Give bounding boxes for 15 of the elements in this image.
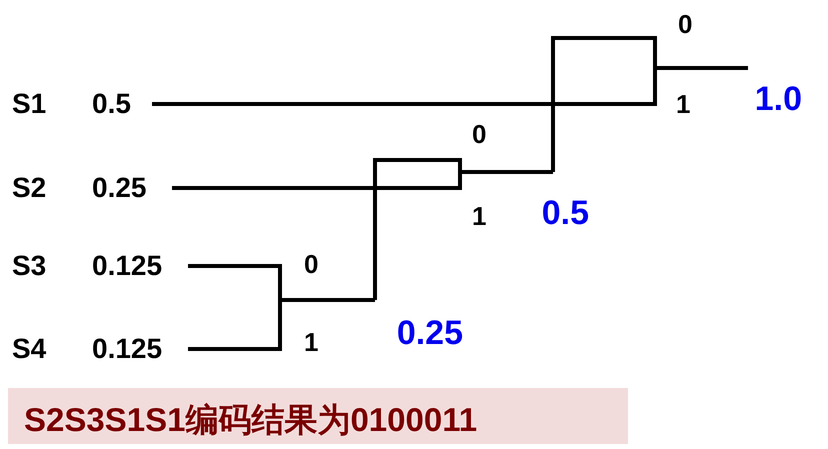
tree-branch: [188, 298, 375, 351]
symbol-name: S3: [12, 252, 46, 280]
tree-branch: [172, 170, 553, 190]
merged-probability: 0.25: [396, 316, 463, 350]
tree-branch: [152, 66, 748, 106]
symbol-name: S2: [12, 174, 46, 202]
symbol-name: S4: [12, 335, 46, 363]
result-banner: S2S3S1S1编码结果为0100011: [8, 388, 628, 444]
merged-probability: 1.0: [754, 82, 802, 116]
probability-value: 0.125: [92, 335, 162, 363]
probability-value: 0.25: [92, 174, 146, 202]
symbol-name: S1: [12, 90, 46, 118]
probability-value: 0.5: [92, 90, 131, 118]
merged-probability: 0.5: [542, 196, 589, 230]
probability-value: 0.125: [92, 252, 162, 280]
